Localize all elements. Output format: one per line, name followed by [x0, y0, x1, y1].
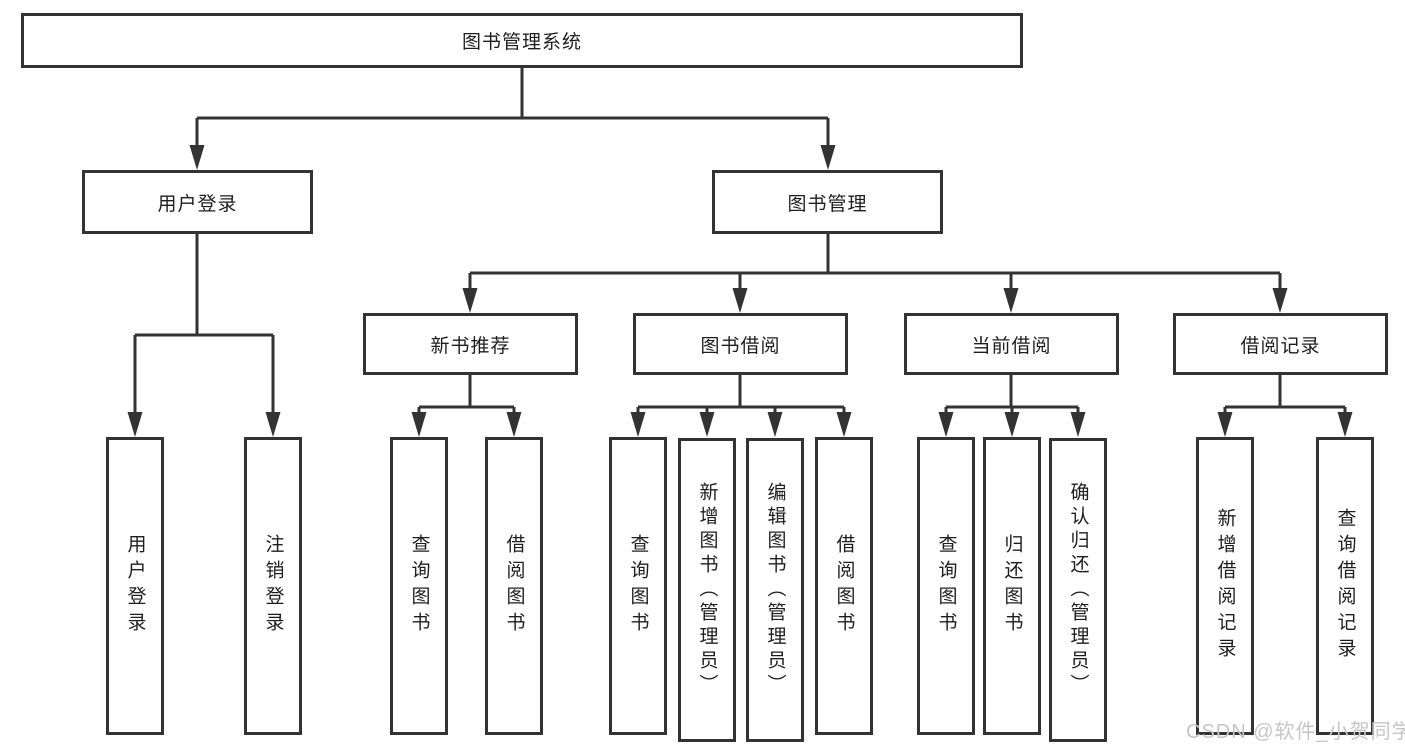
node-book-borrowing: 图书借阅: [633, 313, 848, 375]
node-new-book-recommend: 新书推荐: [363, 313, 578, 375]
leaf-label: 确认归还（管理员）: [1067, 482, 1089, 698]
node-borrowing-records: 借阅记录: [1173, 313, 1388, 375]
leaf-query-borrow-record: 查询借阅记录: [1316, 437, 1374, 735]
node-current-borrowing: 当前借阅: [904, 313, 1119, 375]
node-book-management: 图书管理: [712, 170, 943, 234]
leaf-label: 新增图书（管理员）: [696, 482, 718, 698]
leaf-label: 归还图书: [1001, 534, 1023, 638]
leaf-user-login: 用户登录: [106, 437, 164, 735]
node-library-management-system: 图书管理系统: [21, 13, 1023, 68]
leaf-label: 查询图书: [408, 534, 430, 638]
leaf-borrow-books-1: 借阅图书: [485, 437, 543, 735]
node-label: 新书推荐: [430, 335, 511, 357]
node-label: 图书管理系统: [461, 32, 582, 53]
leaf-query-books-3: 查询图书: [917, 437, 975, 735]
connector-book-borrowing-to-leaves: [630, 375, 852, 437]
node-user-login: 用户登录: [82, 170, 313, 234]
leaf-label: 查询图书: [627, 534, 649, 638]
leaf-label: 查询图书: [935, 534, 957, 638]
leaf-label: 查询借阅记录: [1334, 508, 1356, 664]
connector-book-management-to-level3: [462, 234, 1288, 313]
leaf-query-books-2: 查询图书: [609, 437, 667, 735]
leaf-query-books-1: 查询图书: [390, 437, 448, 735]
leaf-label: 新增借阅记录: [1214, 508, 1236, 664]
leaf-borrow-books-2: 借阅图书: [815, 437, 873, 735]
node-label: 图书管理: [787, 193, 868, 215]
connector-current-borrowing-to-leaves: [938, 375, 1086, 437]
leaf-label: 借阅图书: [503, 534, 525, 638]
connector-user-login-to-leaves: [127, 234, 281, 437]
leaf-add-books-admin: 新增图书（管理员）: [678, 438, 736, 742]
node-label: 图书借阅: [700, 335, 781, 357]
connector-borrowing-records-to-leaves: [1217, 375, 1353, 437]
leaf-confirm-return-admin: 确认归还（管理员）: [1049, 438, 1107, 742]
connector-new-book-recommend-to-leaves: [411, 375, 522, 437]
node-label: 用户登录: [157, 193, 238, 215]
leaf-return-books: 归还图书: [983, 437, 1041, 735]
csdn-watermark: CSDN @软件_小贺同学: [1186, 721, 1405, 743]
node-label: 借阅记录: [1240, 335, 1321, 357]
node-label: 当前借阅: [971, 335, 1052, 357]
leaf-edit-books-admin: 编辑图书（管理员）: [746, 438, 804, 742]
leaf-label: 借阅图书: [833, 534, 855, 638]
leaf-label: 用户登录: [124, 534, 146, 638]
leaf-add-borrow-record: 新增借阅记录: [1196, 437, 1254, 735]
leaf-logout: 注销登录: [244, 437, 302, 735]
leaf-label: 注销登录: [262, 534, 284, 638]
leaf-label: 编辑图书（管理员）: [764, 482, 786, 698]
connector-root-to-level2: [189, 68, 836, 170]
